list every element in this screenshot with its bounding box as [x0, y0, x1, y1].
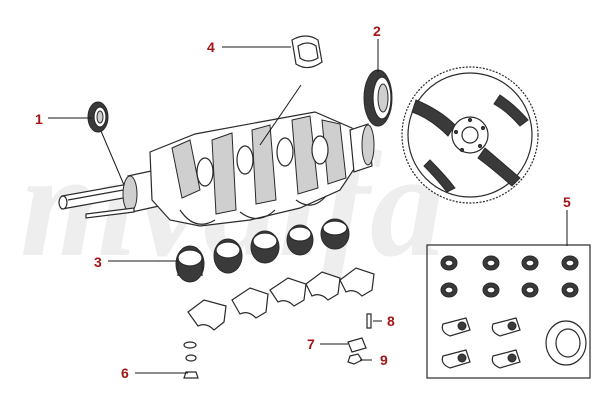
callout-9: 9 [380, 352, 388, 368]
callout-5: 5 [563, 194, 571, 210]
callout-4: 4 [207, 39, 215, 55]
lock-plate [347, 337, 367, 353]
oil-seal-rear [363, 69, 393, 127]
bearing-caps [187, 267, 375, 331]
main-bearing-shells [175, 218, 350, 283]
callout-3: 3 [94, 254, 102, 270]
nut-kit-box [426, 244, 591, 379]
stud [366, 313, 372, 329]
callout-7: 7 [307, 336, 315, 352]
thrust-washer [291, 35, 323, 69]
flywheel [401, 66, 539, 204]
crankshaft [58, 111, 375, 227]
callout-6: 6 [121, 365, 129, 381]
nut [347, 353, 363, 365]
woodruff-key [85, 207, 135, 219]
callout-8: 8 [387, 313, 395, 329]
callout-labels: 1 2 3 4 5 6 7 8 9 [35, 23, 571, 381]
leader-lines [48, 39, 568, 374]
callout-2: 2 [373, 23, 381, 39]
oil-seal-front [87, 101, 109, 133]
callout-1: 1 [35, 111, 43, 127]
